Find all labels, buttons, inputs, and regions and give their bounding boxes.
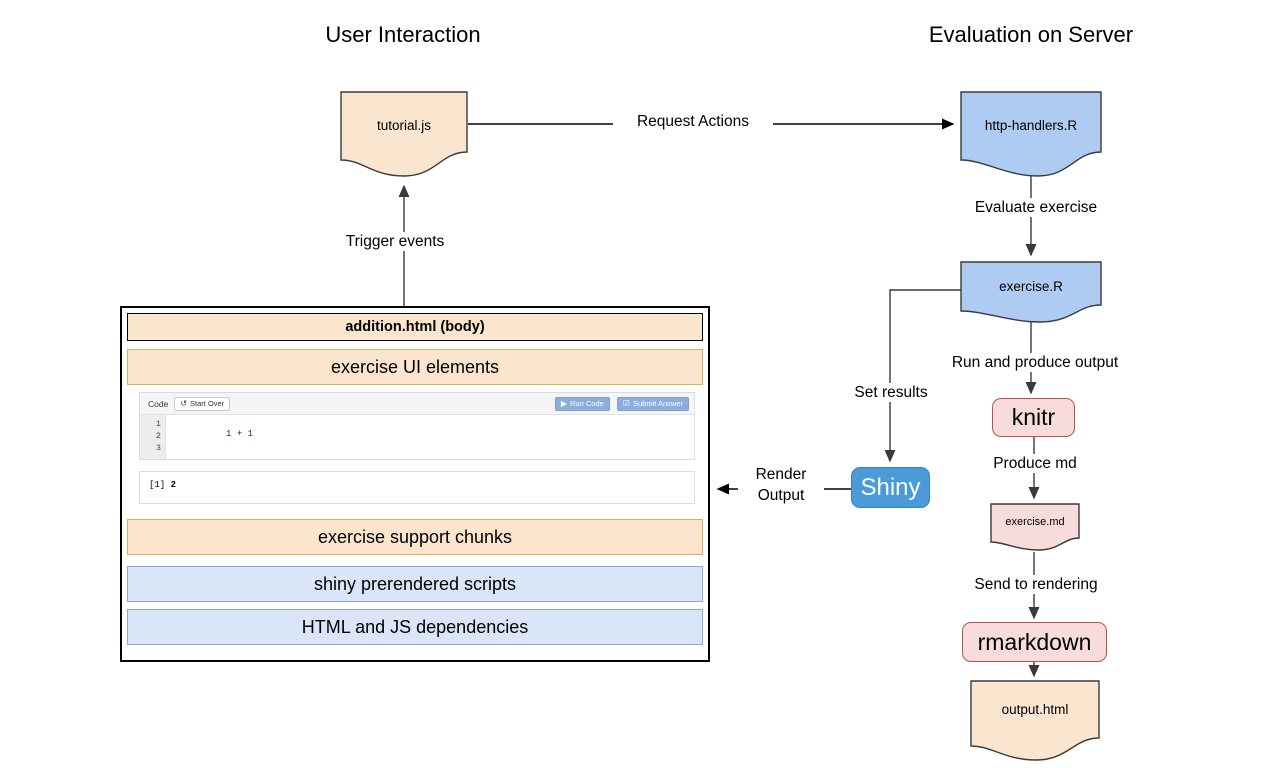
output-prefix: [1]: [149, 480, 166, 490]
play-icon: ▶: [560, 398, 568, 408]
node-shiny[interactable]: Shiny: [851, 467, 930, 508]
edge-label-send-to-rendering: Send to rendering: [941, 575, 1131, 594]
edge-label-render-output-line2: Output: [757, 487, 805, 504]
edge-label-request-actions: Request Actions: [613, 112, 773, 131]
start-over-button[interactable]: ↺ Start Over: [174, 396, 231, 411]
edge-label-render-output-line1: Render: [755, 466, 807, 483]
node-http-handlers-r[interactable]: http-handlers.R: [961, 92, 1101, 176]
checkbox-icon: ☑: [622, 398, 630, 408]
node-output-html-label: output.html: [1001, 702, 1069, 717]
edge-label-set-results: Set results: [833, 383, 949, 402]
output-html-shape: [970, 680, 1100, 761]
code-token-number: 1: [226, 429, 232, 439]
line-number: 2: [155, 431, 161, 441]
output-value: 2: [170, 480, 177, 490]
exercise-output-box: [1] 2: [139, 471, 695, 504]
start-over-label: Start Over: [190, 399, 225, 408]
edge-label-run-and-produce-output: Run and produce output: [925, 353, 1145, 372]
submit-answer-button[interactable]: ☑ Submit Answer: [616, 396, 689, 411]
edge-label-evaluate-exercise: Evaluate exercise: [951, 198, 1121, 217]
header-user-interaction: User Interaction: [325, 22, 481, 47]
submit-answer-label: Submit Answer: [632, 399, 683, 408]
body-box-title: addition.html (body): [127, 313, 703, 341]
node-output-html[interactable]: output.html: [971, 681, 1099, 746]
exercise-output-text: [1] 2: [149, 480, 176, 490]
edge-label-produce-md: Produce md: [960, 454, 1110, 473]
exercise-toolbar: Code ↺ Start Over ▶ Run Code ☑ Submit An…: [140, 393, 694, 415]
node-rmarkdown[interactable]: rmarkdown: [962, 622, 1107, 662]
line-number: 1: [155, 419, 161, 429]
line-number: 3: [155, 443, 161, 453]
exercise-md-shape: [990, 503, 1080, 551]
edge-label-trigger-events: Trigger events: [330, 232, 460, 251]
code-label: Code: [148, 398, 169, 409]
exercise-code-widget[interactable]: Code ↺ Start Over ▶ Run Code ☑ Submit An…: [139, 392, 695, 460]
exercise-r-shape: [960, 261, 1102, 323]
code-token-operator: +: [231, 429, 248, 439]
node-exercise-r-label: exercise.R: [999, 279, 1063, 294]
section-html-and-js-dependencies[interactable]: HTML and JS dependencies: [127, 609, 703, 645]
run-code-button[interactable]: ▶ Run Code: [554, 396, 610, 411]
code-editor-input[interactable]: 1 + 1: [167, 415, 694, 459]
tutorial-js-shape: [340, 91, 468, 177]
section-exercise-support-chunks[interactable]: exercise support chunks: [127, 519, 703, 555]
node-tutorial-js-label: tutorial.js: [376, 118, 432, 133]
node-tutorial-js[interactable]: tutorial.js: [341, 92, 467, 176]
node-exercise-r[interactable]: exercise.R: [961, 262, 1101, 322]
run-code-label: Run Code: [570, 399, 604, 408]
code-line-1: 1 + 1: [172, 419, 253, 449]
edge-label-render-output: Render Output: [738, 464, 824, 506]
http-handlers-shape: [960, 91, 1102, 177]
editor-gutter: 1 2 3: [140, 415, 166, 459]
addition-html-body-box: addition.html (body) exercise UI element…: [120, 306, 710, 662]
code-token-number: 1: [247, 429, 254, 439]
section-exercise-ui-elements[interactable]: exercise UI elements: [127, 349, 703, 385]
node-exercise-md-label: exercise.md: [1005, 516, 1065, 528]
edge-set-results: [884, 289, 961, 463]
section-shiny-prerendered-scripts[interactable]: shiny prerendered scripts: [127, 566, 703, 602]
refresh-icon: ↺: [180, 398, 188, 408]
node-http-handlers-r-label: http-handlers.R: [984, 118, 1078, 133]
node-knitr[interactable]: knitr: [992, 398, 1075, 437]
header-evaluation-on-server: Evaluation on Server: [928, 22, 1134, 47]
node-exercise-md[interactable]: exercise.md: [991, 504, 1079, 550]
